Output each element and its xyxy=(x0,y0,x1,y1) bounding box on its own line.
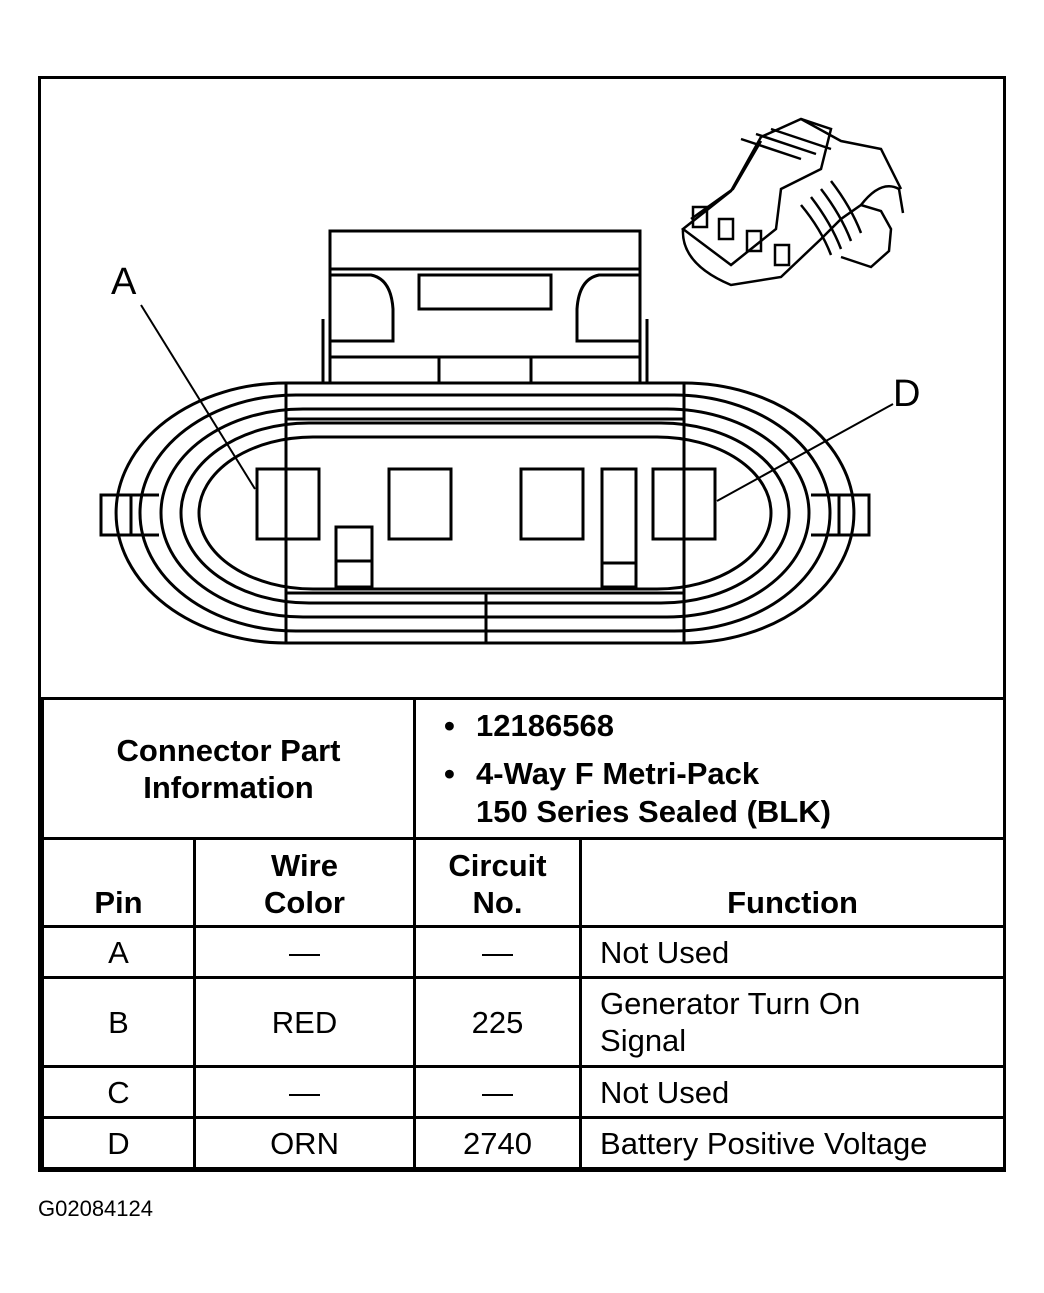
pinout-table: Connector Part Information •12186568 •4-… xyxy=(40,697,1007,1170)
right-tab xyxy=(837,493,871,537)
table-row: B RED 225 Generator Turn On Signal xyxy=(41,976,1007,1068)
cell-wire: ORN xyxy=(192,1116,417,1170)
left-tab xyxy=(99,493,133,537)
connector-series: 150 Series Sealed (BLK) xyxy=(476,793,831,829)
cell-pin: B xyxy=(41,976,196,1068)
connector-face-drawing xyxy=(99,117,905,645)
connector-isometric-view xyxy=(680,117,905,287)
header-pin: Pin xyxy=(41,837,196,928)
pin-label-a: A xyxy=(111,261,137,303)
part-number: •12186568 xyxy=(444,707,614,743)
table-row: C — — Not Used xyxy=(41,1065,1007,1119)
pin-cavity-d xyxy=(651,467,717,541)
cell-pin: C xyxy=(41,1065,196,1119)
latch-window xyxy=(417,273,553,311)
cell-circuit: — xyxy=(413,925,583,979)
connector-type: •4-Way F Metri-Pack xyxy=(444,755,760,791)
cell-pin: A xyxy=(41,925,196,979)
cell-wire: — xyxy=(192,925,417,979)
cell-wire: — xyxy=(192,1065,417,1119)
cell-function: Generator Turn On Signal xyxy=(579,976,1007,1068)
cell-circuit: — xyxy=(413,1065,583,1119)
leader-line-d xyxy=(716,403,894,502)
cell-wire: RED xyxy=(192,976,417,1068)
leader-line-a xyxy=(140,304,256,490)
pin-cavity-c xyxy=(519,467,585,541)
header-function: Function xyxy=(579,837,1007,928)
cell-function: Not Used xyxy=(579,925,1007,979)
cell-circuit: 225 xyxy=(413,976,583,1068)
connector-figure: A D Connector Part Information •12186568… xyxy=(38,76,1007,1172)
pin-label-d: D xyxy=(893,373,921,415)
table-row: D ORN 2740 Battery Positive Voltage xyxy=(41,1116,1007,1170)
cell-function: Not Used xyxy=(579,1065,1007,1119)
connector-diagram: A D xyxy=(41,79,1003,697)
cell-function: Battery Positive Voltage xyxy=(579,1116,1007,1170)
figure-id: G02084124 xyxy=(38,1196,153,1221)
connector-info-list: •12186568 •4-Way F Metri-Pack 150 Series… xyxy=(413,697,1007,840)
cell-circuit: 2740 xyxy=(413,1116,583,1170)
cell-pin: D xyxy=(41,1116,196,1170)
pin-cavity-b xyxy=(387,467,453,541)
connector-info-label: Connector Part Information xyxy=(40,697,417,840)
pin-cavity-a xyxy=(255,467,321,541)
table-row: A — — Not Used xyxy=(41,925,1007,979)
connector-info-row: Connector Part Information •12186568 •4-… xyxy=(40,697,1007,840)
latch-housing xyxy=(328,229,642,385)
